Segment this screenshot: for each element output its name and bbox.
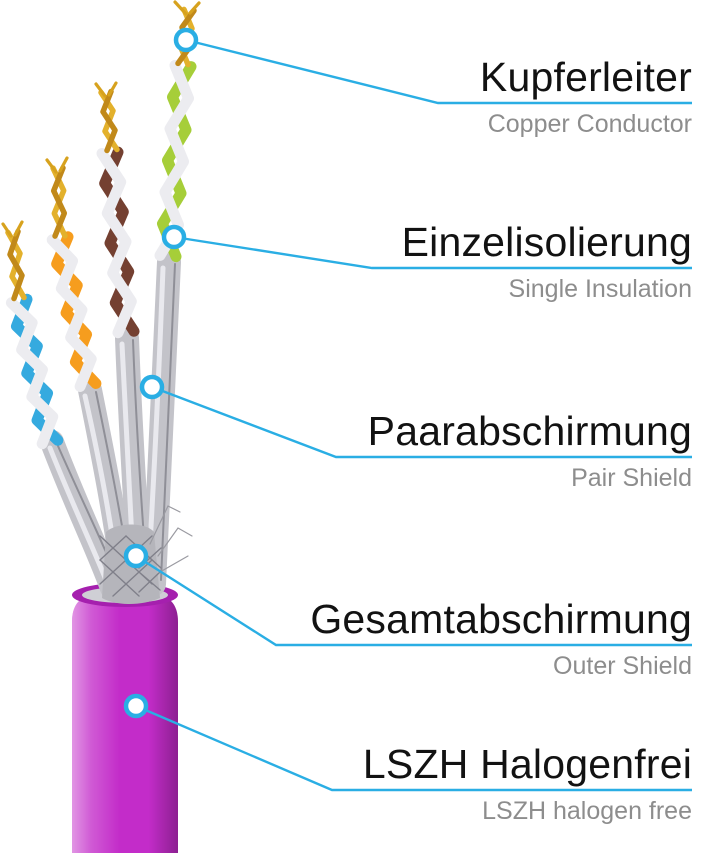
twisted-pair-orange [46,231,102,392]
label-de: Einzelisolierung [401,219,692,265]
callout-marker-copper [173,27,199,53]
callout-label-lszh: LSZH Halogenfrei LSZH halogen free [363,740,692,826]
twisted-pair-green [154,59,197,263]
label-en: Outer Shield [553,652,692,680]
braid-stray-wires [149,505,193,573]
twisted-pair-blue [5,293,64,450]
twisted-pair-brown [96,146,140,339]
label-de: Paarabschirmung [367,408,692,454]
callout-label-copper-conductor: Kupferleiter Copper Conductor [480,53,692,139]
twisted-pairs [5,59,197,450]
label-en: Copper Conductor [487,110,692,138]
label-de: Kupferleiter [479,54,692,100]
callout-label-single-insulation: Einzelisolierung Single Insulation [402,218,692,304]
callout-markers [123,27,199,719]
callout-marker-jacket [123,693,149,719]
copper-conductors [1,0,201,302]
label-de: Gesamtabschirmung [310,596,692,642]
callout-marker-outer-shield [123,543,149,569]
callout-label-pair-shield: Paarabschirmung Pair Shield [368,407,692,493]
label-de: LSZH Halogenfrei [362,741,692,787]
callout-lines [135,38,692,792]
label-en: LSZH halogen free [482,797,692,825]
callout-marker-pair-shield [139,374,165,400]
label-en: Pair Shield [571,464,692,492]
label-en: Single Insulation [508,275,692,303]
callout-marker-insulation [161,224,187,250]
callout-label-outer-shield: Gesamtabschirmung Outer Shield [310,595,692,681]
